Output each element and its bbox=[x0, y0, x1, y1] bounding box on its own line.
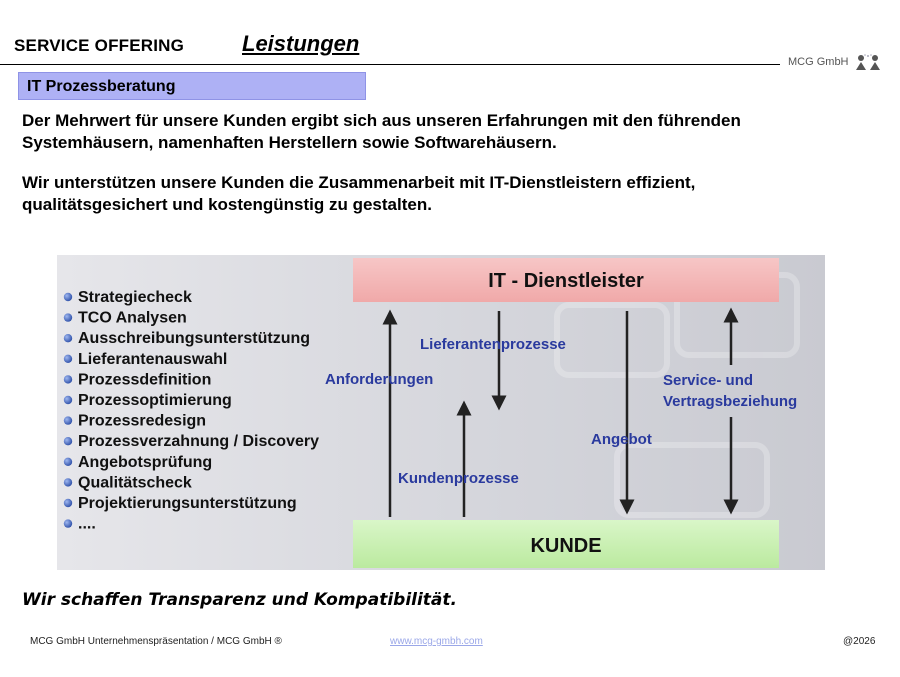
bullet-icon bbox=[64, 375, 72, 383]
service-item: Ausschreibungsunterstützung bbox=[78, 330, 310, 347]
section-label: IT Prozessberatung bbox=[18, 72, 366, 100]
service-item: Angebotsprüfung bbox=[78, 454, 212, 471]
bullet-icon bbox=[64, 293, 72, 301]
bullet-icon bbox=[64, 355, 72, 363]
brand-logo: MCG GmbH bbox=[788, 54, 883, 70]
service-item: Prozessverzahnung / Discovery bbox=[78, 433, 319, 450]
people-icon bbox=[853, 54, 883, 70]
header-divider bbox=[0, 64, 780, 65]
bullet-icon bbox=[64, 313, 72, 321]
tagline: Wir schaffen Transparenz und Kompatibili… bbox=[22, 590, 457, 610]
intro-paragraph: Der Mehrwert für unsere Kunden ergibt si… bbox=[22, 110, 842, 154]
bullet-icon bbox=[64, 478, 72, 486]
service-item: Strategiecheck bbox=[78, 289, 192, 306]
service-item: .... bbox=[78, 516, 96, 533]
service-item: Prozessoptimierung bbox=[78, 392, 232, 409]
service-contract-label-1: Service- und bbox=[663, 372, 753, 389]
footer-link[interactable]: www.mcg-gmbh.com bbox=[390, 636, 483, 647]
customer-label: KUNDE bbox=[530, 535, 601, 557]
bullet-icon bbox=[64, 458, 72, 466]
requirements-label: Anforderungen bbox=[325, 371, 433, 388]
supplier-process-label: Lieferantenprozesse bbox=[420, 336, 566, 353]
service-item: Qualitätscheck bbox=[78, 474, 192, 491]
service-item: Lieferantenauswahl bbox=[78, 351, 227, 368]
bullet-icon bbox=[64, 519, 72, 527]
process-diagram: IT - Dienstleister KUNDE StrategiecheckT… bbox=[57, 255, 825, 570]
service-item: Prozessredesign bbox=[78, 413, 206, 430]
bullet-icon bbox=[64, 499, 72, 507]
bullet-icon bbox=[64, 396, 72, 404]
header-subtitle: Leistungen bbox=[242, 31, 359, 57]
footer-left: MCG GmbH Unternehmenspräsentation / MCG … bbox=[30, 636, 282, 647]
it-service-provider-label: IT - Dienstleister bbox=[488, 270, 644, 292]
customer-process-label: Kundenprozesse bbox=[398, 470, 519, 487]
bullet-icon bbox=[64, 416, 72, 424]
service-item: Prozessdefinition bbox=[78, 371, 211, 388]
service-item: Projektierungsunterstützung bbox=[78, 495, 297, 512]
service-item: TCO Analysen bbox=[78, 310, 187, 327]
brand-name: MCG GmbH bbox=[788, 56, 849, 68]
service-contract-label-2: Vertragsbeziehung bbox=[663, 393, 797, 410]
header-title: SERVICE OFFERING bbox=[14, 36, 184, 56]
support-paragraph: Wir unterstützen unsere Kunden die Zusam… bbox=[22, 172, 842, 216]
bullet-icon bbox=[64, 437, 72, 445]
bullet-icon bbox=[64, 334, 72, 342]
offer-label: Angebot bbox=[591, 431, 652, 448]
footer-year: @2026 bbox=[843, 636, 875, 647]
